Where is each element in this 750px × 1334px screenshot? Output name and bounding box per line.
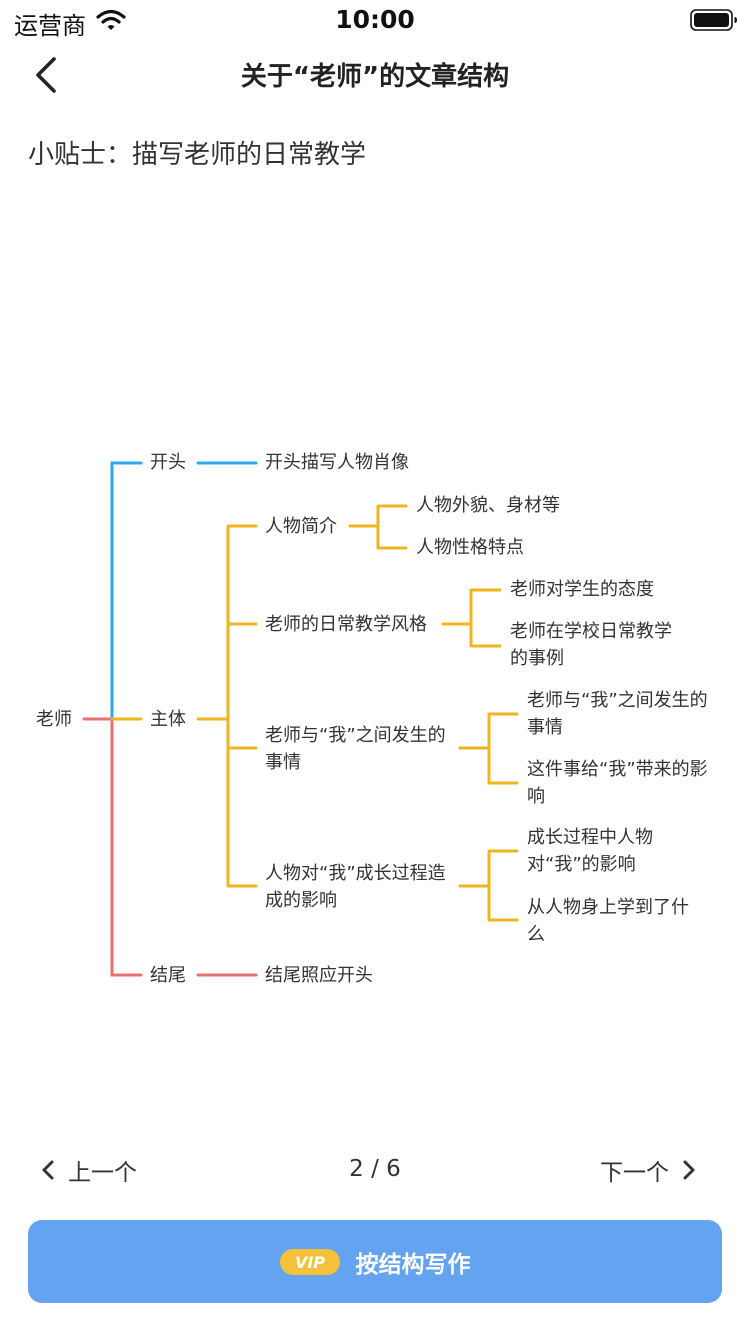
vip-badge-icon: VIP bbox=[279, 1248, 340, 1275]
status-time: 10:00 bbox=[335, 5, 415, 34]
page-title: 关于“老师”的文章结构 bbox=[240, 62, 510, 92]
mindmap-node-detail[interactable]: 人物性格特点 bbox=[416, 537, 524, 558]
status-bar: 运营商 10:00 bbox=[0, 0, 750, 44]
mindmap-branch-body[interactable]: 主体 bbox=[150, 709, 186, 730]
write-by-structure-button[interactable]: VIP 按结构写作 bbox=[28, 1220, 722, 1303]
mindmap-connector bbox=[458, 849, 519, 922]
mindmap-node-section[interactable]: 老师的日常教学风格 bbox=[265, 614, 427, 635]
mindmap-node-detail[interactable]: 老师在学校日常教学 的事例 bbox=[510, 621, 672, 669]
chevron-left-icon bbox=[42, 1160, 54, 1180]
mindmap-connector bbox=[110, 717, 143, 977]
mindmap-connector bbox=[458, 712, 519, 785]
wifi-icon bbox=[96, 9, 126, 30]
mindmap-connector bbox=[441, 588, 502, 648]
prev-label: 上一个 bbox=[68, 1160, 137, 1186]
mindmap-root[interactable]: 老师 bbox=[36, 709, 72, 730]
carrier-label: 运营商 bbox=[14, 12, 86, 40]
page-counter: 2 / 6 bbox=[349, 1156, 401, 1182]
next-button[interactable]: 下一个 bbox=[600, 1152, 699, 1188]
mindmap-node-section[interactable]: 人物对“我”成长过程造 成的影响 bbox=[265, 863, 446, 911]
mindmap-node-section[interactable]: 人物简介 bbox=[265, 516, 337, 537]
tip-text: 小贴士：描写老师的日常教学 bbox=[28, 140, 367, 170]
mindmap-node-detail[interactable]: 从人物身上学到了什 么 bbox=[527, 897, 689, 945]
vip-badge-text: VIP bbox=[294, 1253, 324, 1272]
mindmap-connector bbox=[110, 461, 143, 721]
back-button[interactable] bbox=[22, 50, 72, 100]
write-button-label: 按结构写作 bbox=[355, 1251, 471, 1278]
chevron-left-icon bbox=[36, 57, 56, 93]
next-label: 下一个 bbox=[600, 1160, 669, 1186]
mindmap-node-opening-detail[interactable]: 开头描写人物肖像 bbox=[265, 452, 409, 473]
mindmap-node-detail[interactable]: 人物外貌、身材等 bbox=[416, 495, 560, 516]
mindmap-branch-opening[interactable]: 开头 bbox=[150, 452, 186, 473]
battery-icon bbox=[690, 9, 737, 31]
mindmap-node-section[interactable]: 老师与“我”之间发生的 事情 bbox=[265, 725, 446, 773]
chevron-right-icon bbox=[683, 1160, 695, 1180]
mindmap-connector bbox=[348, 504, 408, 550]
mindmap-node-detail[interactable]: 这件事给“我”带来的影 响 bbox=[527, 759, 708, 807]
mindmap-branch-ending[interactable]: 结尾 bbox=[150, 965, 186, 986]
mindmap-node-detail[interactable]: 成长过程中人物 对“我”的影响 bbox=[527, 827, 653, 875]
prev-button[interactable]: 上一个 bbox=[38, 1152, 137, 1188]
mindmap-node-ending-detail[interactable]: 结尾照应开头 bbox=[265, 965, 373, 986]
mindmap-node-detail[interactable]: 老师对学生的态度 bbox=[510, 579, 654, 600]
mindmap-node-detail[interactable]: 老师与“我”之间发生的 事情 bbox=[527, 690, 708, 738]
